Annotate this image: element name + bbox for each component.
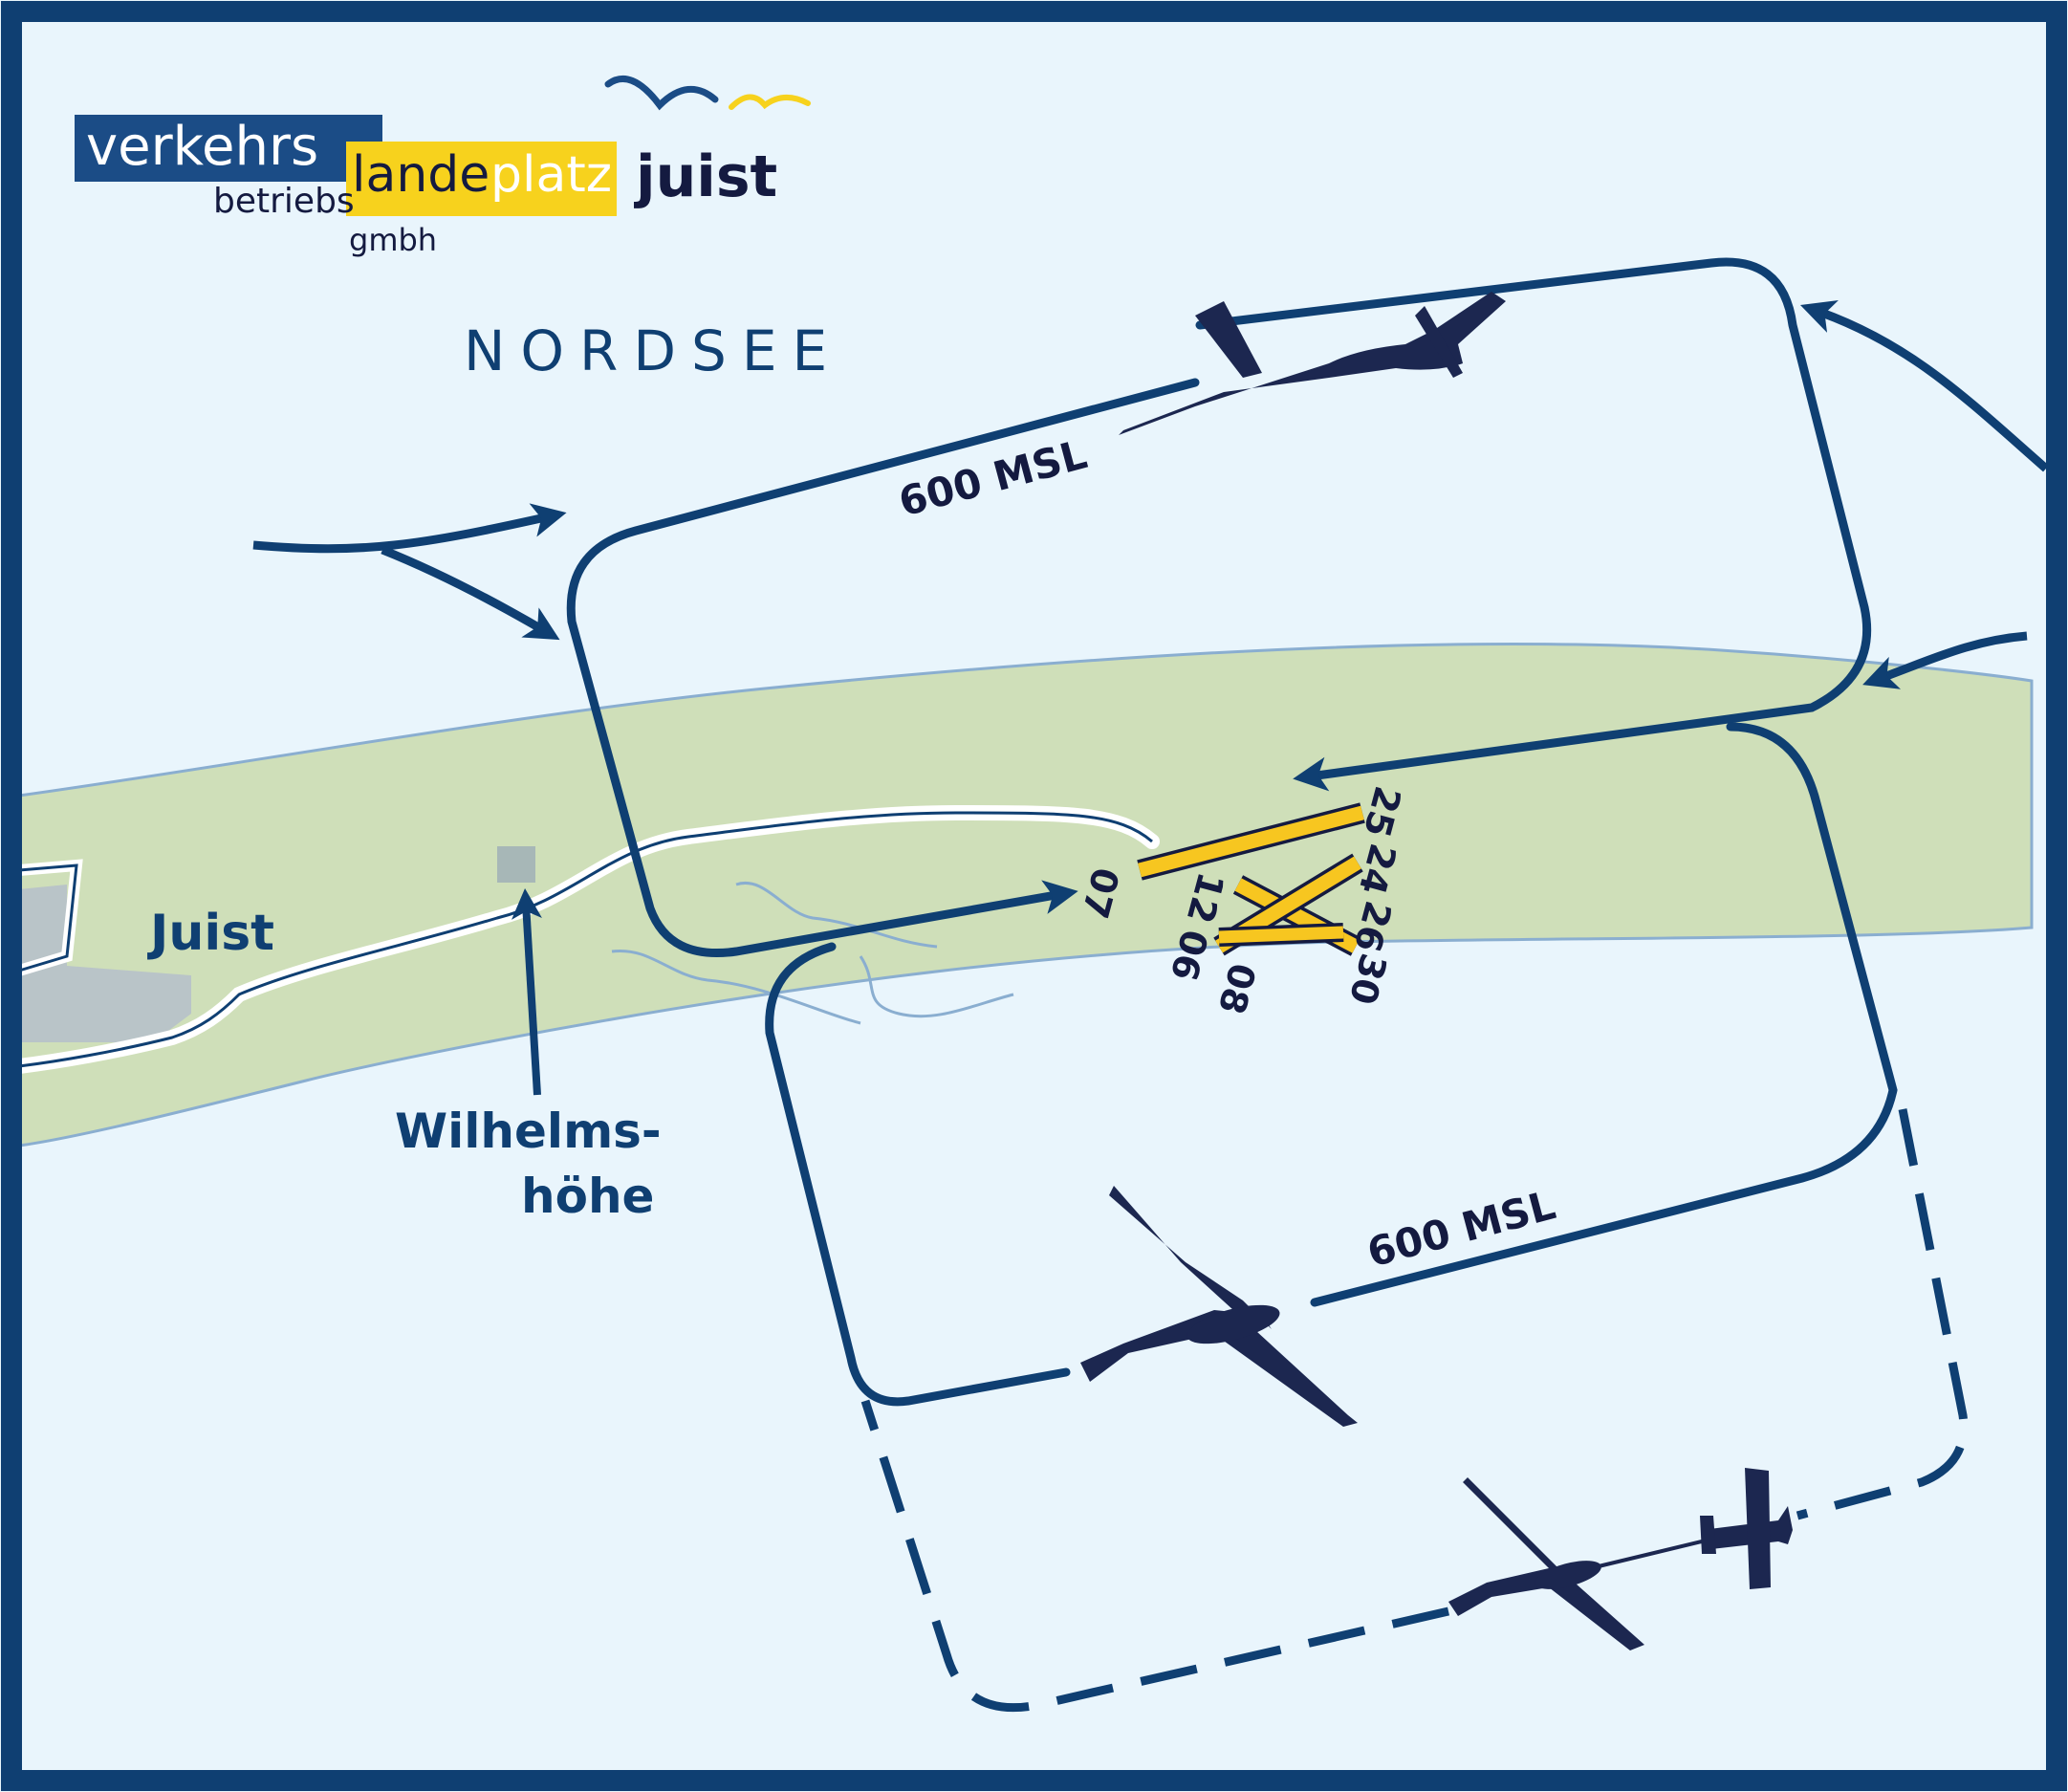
motor-plane-icon [1119,292,1506,435]
logo-box-yellow [346,142,617,216]
entry-arrow-west-2 [381,545,560,641]
glider-circuit [1796,1108,1969,1520]
logo-betriebs: betriebs [213,182,355,221]
place-label-line2: höhe [521,1169,654,1224]
logo-box-blue [75,115,382,182]
tow-rope [1598,1540,1703,1568]
town-area [19,885,191,1042]
island-juist [17,643,2034,1147]
logo-gmbh: gmbh [349,222,437,258]
tow-plane-icon [1700,1468,1793,1589]
logo-verkehrs: verkehrs [86,116,318,178]
tidal-channel [611,949,861,1025]
town-road-casing [18,863,78,972]
tidal-channel [859,955,1014,1018]
glider-icon [1080,1186,1358,1427]
logo: verkehrs lande platz betriebs gmbh juist [75,75,811,258]
south-circuit-west [765,942,1071,1407]
runway-08-26 [1218,923,1344,947]
glider-icon [1448,1477,1644,1650]
north-circuit [1195,257,1872,792]
glider-circuit-south [860,1399,1450,1713]
entry-arrow-east [1862,631,2028,689]
bird-icon [604,75,719,111]
bird-icon [729,94,811,110]
sea-label: NORDSEE [464,318,842,383]
logo-platz: platz [490,146,612,204]
wilhelmshoehe-building [497,846,535,883]
north-circuit-west [566,378,1200,957]
logo-juist: juist [634,143,777,210]
south-circuit [1310,722,1898,1307]
entry-arrow-west [252,503,567,554]
entry-arrow-east-north [1800,299,2049,472]
town-label: Juist [147,905,274,962]
runway-07-25 [1137,802,1365,881]
logo-lande: lande [352,146,490,204]
place-label-line1: Wilhelms- [395,1104,662,1159]
wilhelmshoehe-pointer [511,888,542,1096]
tidal-channel [735,881,938,949]
